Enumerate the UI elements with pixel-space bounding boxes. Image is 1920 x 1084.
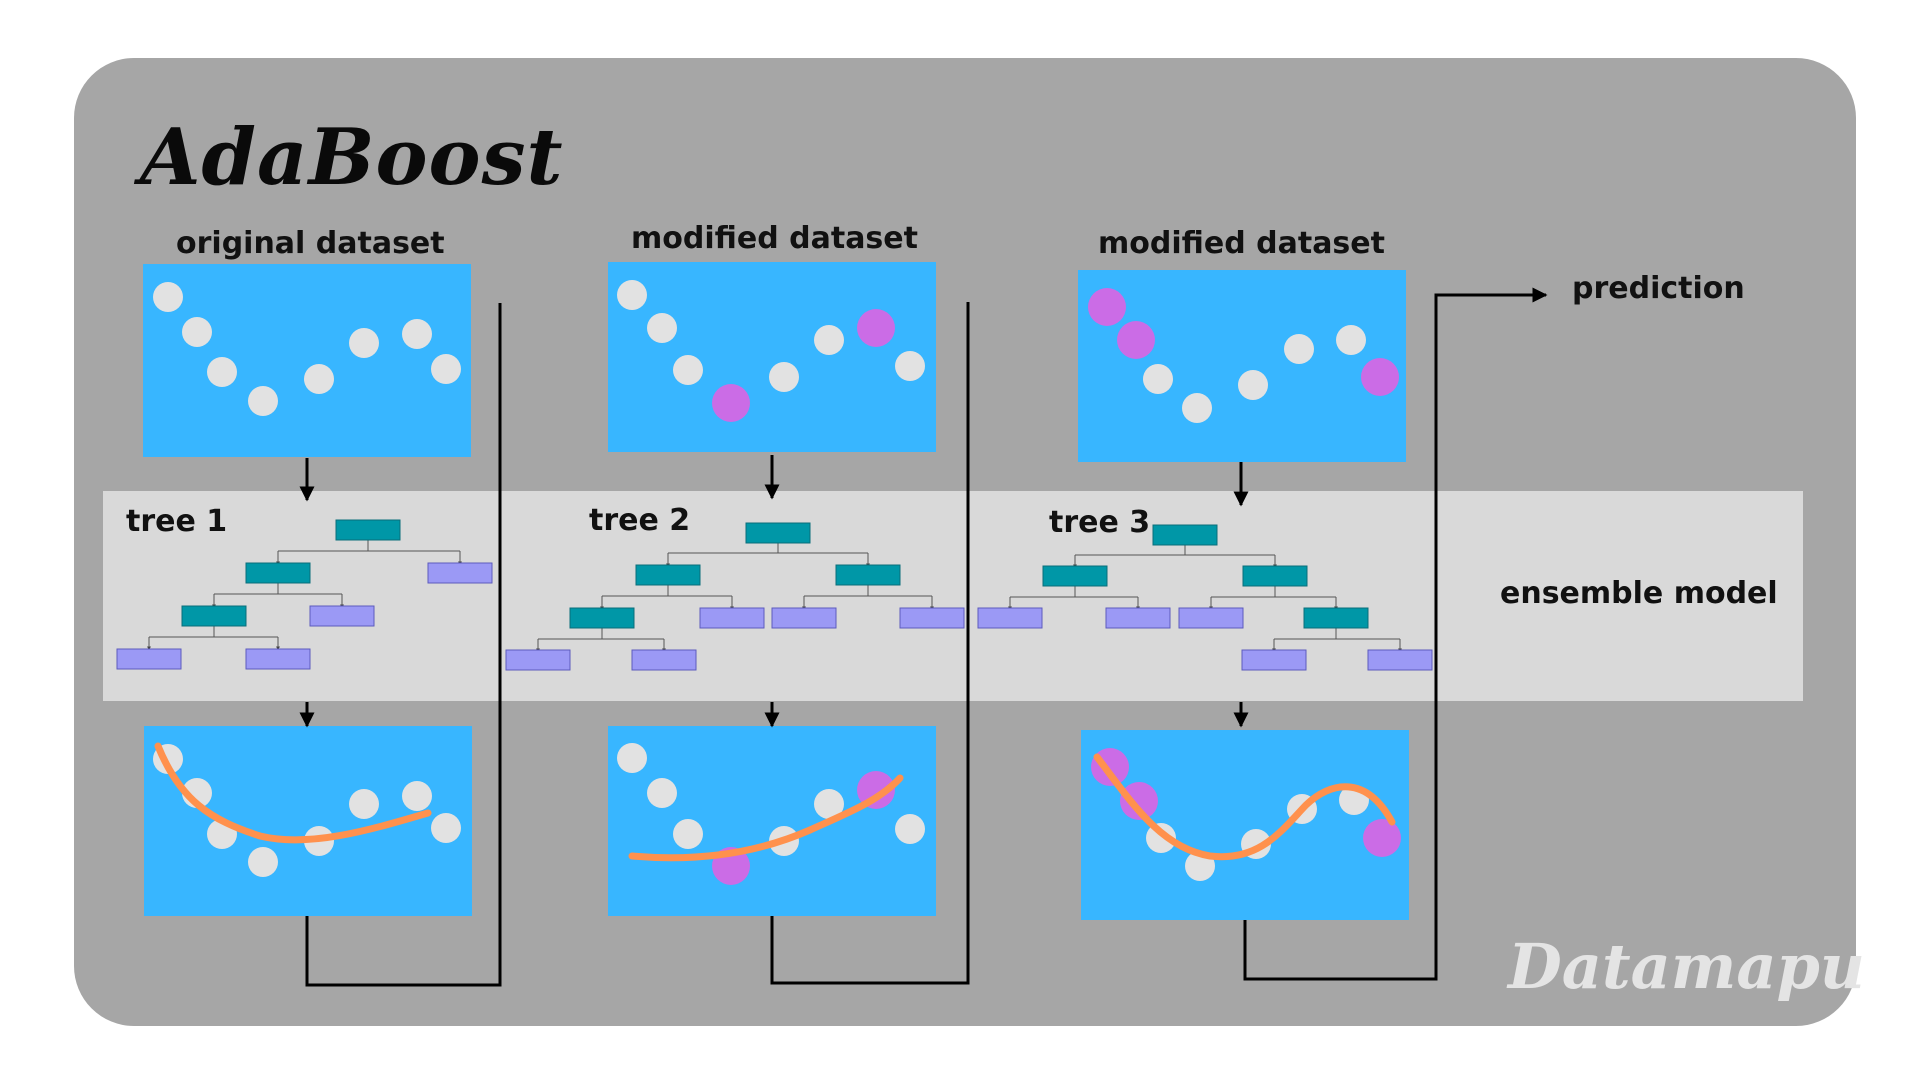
- label-tree-1: tree 1: [126, 504, 228, 539]
- weighted-data-point: [712, 384, 750, 422]
- label-prediction: prediction: [1572, 271, 1745, 306]
- datamapu-watermark: Datamapu: [1508, 930, 1865, 1003]
- label-ensemble-model: ensemble model: [1500, 576, 1778, 611]
- tree-node-leaf: [309, 605, 375, 627]
- data-point: [153, 282, 183, 312]
- weighted-data-point: [857, 309, 895, 347]
- prediction-panel-1: [144, 726, 472, 916]
- data-point: [182, 317, 212, 347]
- weighted-data-point: [1361, 358, 1399, 396]
- label-tree-2: tree 2: [589, 503, 691, 538]
- data-point: [248, 847, 278, 877]
- tree-node-leaf: [116, 648, 182, 670]
- data-point: [248, 386, 278, 416]
- data-point: [617, 743, 647, 773]
- data-point: [402, 319, 432, 349]
- data-point: [769, 362, 799, 392]
- flow-arrows: [299, 287, 1548, 987]
- tree-node-leaf: [505, 649, 571, 671]
- data-point: [673, 355, 703, 385]
- data-point: [647, 313, 677, 343]
- tree-node-internal: [1242, 565, 1308, 587]
- tree-node-leaf: [977, 607, 1043, 629]
- label-modified-dataset-2: modified dataset: [1098, 226, 1385, 261]
- feedback-line-1: [305, 303, 502, 987]
- dataset-panel-modified-1: [608, 262, 936, 452]
- tree-node-leaf: [245, 648, 311, 670]
- tree-node-leaf: [1367, 649, 1433, 671]
- tree-node-internal: [1152, 524, 1218, 546]
- tree-node-internal: [745, 522, 811, 544]
- tree-node-internal: [835, 564, 901, 586]
- data-point: [304, 364, 334, 394]
- data-point: [895, 814, 925, 844]
- data-point: [1143, 364, 1173, 394]
- tree-node-leaf: [631, 649, 697, 671]
- tree-1: [116, 519, 493, 670]
- fit-curve-2: [628, 774, 904, 862]
- tree-node-internal: [181, 605, 247, 627]
- data-point: [1238, 370, 1268, 400]
- dataset-panel-modified-2: [1078, 270, 1406, 462]
- data-point: [814, 325, 844, 355]
- data-point: [1284, 334, 1314, 364]
- tree-node-internal: [635, 564, 701, 586]
- data-point: [617, 280, 647, 310]
- data-point: [431, 813, 461, 843]
- tree-node-internal: [1042, 565, 1108, 587]
- tree-node-leaf: [771, 607, 837, 629]
- data-point: [895, 351, 925, 381]
- fit-curve-3: [1093, 753, 1396, 861]
- page-title: AdaBoost: [140, 112, 564, 203]
- tree-3: [977, 524, 1433, 671]
- data-point: [207, 357, 237, 387]
- weighted-data-point: [1363, 819, 1401, 857]
- data-point: [647, 778, 677, 808]
- tree-2: [505, 522, 965, 671]
- data-point: [673, 819, 703, 849]
- data-point: [349, 328, 379, 358]
- data-point: [814, 789, 844, 819]
- label-original-dataset: original dataset: [176, 226, 445, 261]
- weighted-data-point: [1117, 321, 1155, 359]
- tree-node-leaf: [899, 607, 965, 629]
- prediction-panel-2: [608, 726, 936, 916]
- tree-node-internal: [569, 607, 635, 629]
- fit-curve-1: [154, 742, 432, 844]
- weighted-data-point: [1120, 782, 1158, 820]
- tree-node-leaf: [1105, 607, 1171, 629]
- feedback-line-2: [770, 302, 970, 985]
- tree-node-internal: [245, 562, 311, 584]
- data-point: [431, 354, 461, 384]
- data-point: [1182, 393, 1212, 423]
- tree-node-leaf: [1178, 607, 1244, 629]
- data-point: [402, 781, 432, 811]
- tree-node-internal: [335, 519, 401, 541]
- weighted-data-point: [1088, 288, 1126, 326]
- tree-node-leaf: [699, 607, 765, 629]
- dataset-panel-original: [143, 264, 471, 457]
- label-modified-dataset-1: modified dataset: [631, 221, 918, 256]
- data-point: [1336, 325, 1366, 355]
- tree-node-leaf: [1241, 649, 1307, 671]
- data-point: [349, 789, 379, 819]
- tree-node-leaf: [427, 562, 493, 584]
- prediction-panel-3: [1081, 730, 1409, 920]
- label-tree-3: tree 3: [1049, 505, 1151, 540]
- tree-node-internal: [1303, 607, 1369, 629]
- arrow-right-icon: [1243, 287, 1548, 981]
